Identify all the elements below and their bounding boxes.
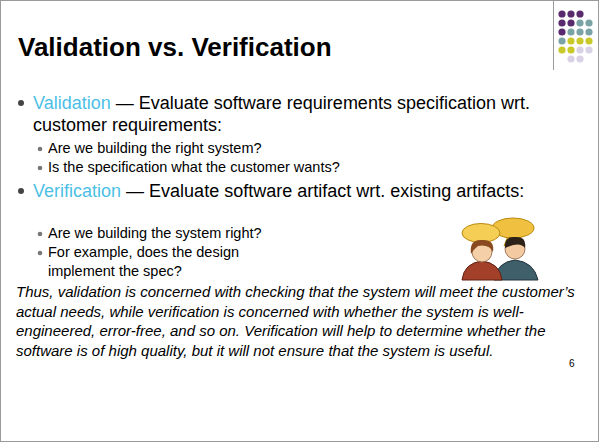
summary-note: Thus, validation is concerned with check… bbox=[16, 283, 575, 359]
deco-dot bbox=[567, 19, 574, 26]
bullet-text-line: Validation— Evaluate software requiremen… bbox=[33, 92, 589, 136]
person-hair bbox=[471, 240, 494, 254]
deco-dot bbox=[567, 46, 574, 53]
bullet-text-line: Verification— Evaluate software artifact… bbox=[33, 180, 589, 202]
deco-dot bbox=[576, 10, 583, 17]
page-number-line: 6 bbox=[569, 358, 589, 370]
deco-dot bbox=[585, 28, 592, 35]
deco-dot bbox=[567, 55, 574, 62]
deco-dot bbox=[567, 10, 574, 17]
deco-dot bbox=[558, 37, 565, 44]
term-word: Validation bbox=[33, 93, 111, 113]
deco-dot bbox=[558, 28, 565, 35]
sub-bullet-text: Is the specification what the customer w… bbox=[48, 159, 340, 175]
bullet bbox=[38, 232, 43, 237]
deco-dot bbox=[567, 37, 574, 44]
deco-dot bbox=[576, 46, 583, 53]
person-hair bbox=[505, 237, 525, 248]
bullet bbox=[18, 188, 24, 194]
deco-dot bbox=[585, 19, 592, 26]
deco-dot bbox=[558, 19, 565, 26]
deco-dot bbox=[576, 55, 583, 62]
bullet bbox=[18, 100, 24, 106]
bullet bbox=[38, 147, 43, 152]
bullet bbox=[38, 166, 43, 171]
deco-dot bbox=[558, 46, 565, 53]
bullet bbox=[38, 251, 43, 256]
sub-bullet-text: For example, does the design implement t… bbox=[48, 244, 239, 279]
person-body bbox=[462, 261, 502, 280]
dot-grid bbox=[558, 10, 592, 62]
deco-dot bbox=[576, 19, 583, 26]
sub-bullet-text: Are we building the system right? bbox=[48, 225, 262, 241]
term-word: Verification bbox=[33, 181, 121, 201]
deco-dot bbox=[558, 10, 565, 17]
page-number: 6 bbox=[569, 358, 575, 369]
bullet-text: — Evaluate software artifact wrt. existi… bbox=[126, 181, 524, 201]
sub-bullet-text-line: For example, does the design implement t… bbox=[48, 243, 253, 281]
deco-dot bbox=[567, 28, 574, 35]
people-clipart bbox=[462, 218, 538, 280]
deco-dot bbox=[576, 37, 583, 44]
deco-dot bbox=[576, 28, 583, 35]
summary-note-line: Thus, validation is concerned with check… bbox=[16, 282, 586, 360]
sub-bullet-text-line: Are we building the right system? bbox=[48, 139, 568, 158]
deco-dot bbox=[585, 37, 592, 44]
sub-bullet-text: Are we building the right system? bbox=[48, 140, 262, 156]
sub-bullet-text-line: Are we building the system right? bbox=[48, 224, 448, 243]
sub-bullet-text-line: Is the specification what the customer w… bbox=[48, 158, 568, 177]
speech-bubble bbox=[462, 224, 500, 243]
title-divider bbox=[553, 0, 554, 70]
deco-dot bbox=[585, 46, 592, 53]
slide-title: Validation vs. Verification bbox=[18, 32, 332, 62]
